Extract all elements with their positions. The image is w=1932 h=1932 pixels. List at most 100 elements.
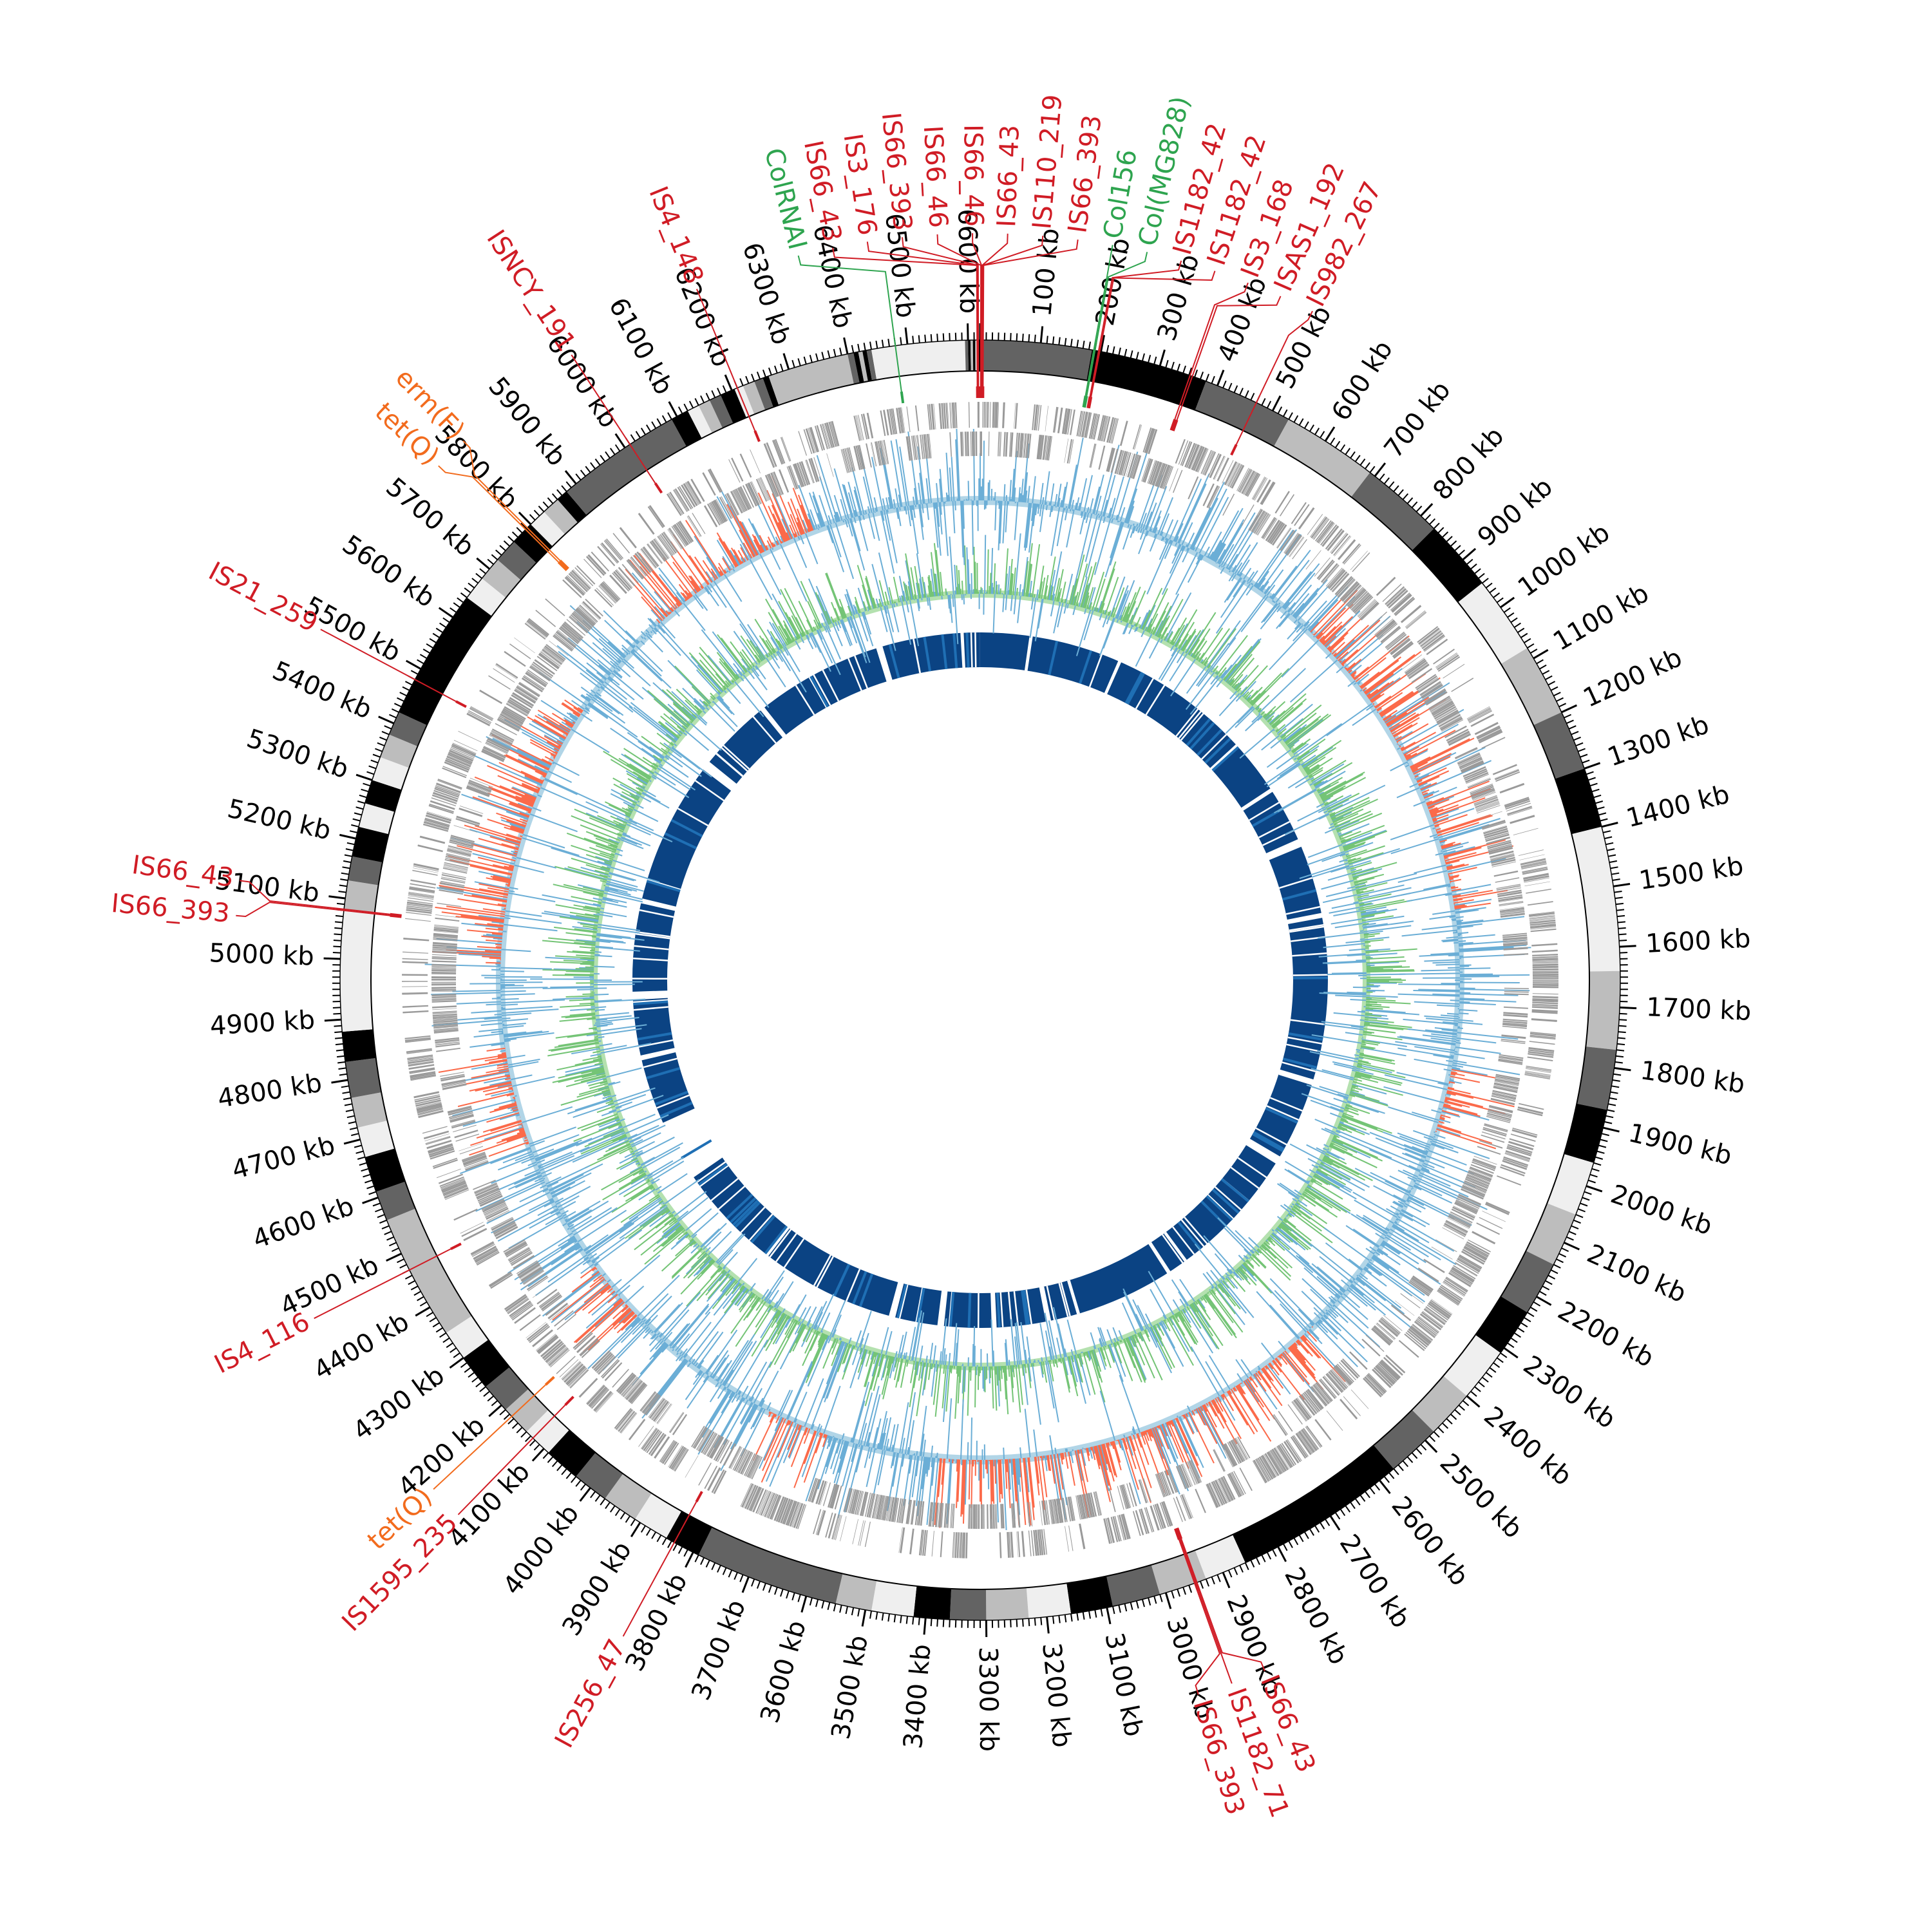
karyotype-band <box>853 352 864 383</box>
core-genome-fine-gaps <box>632 632 1328 1329</box>
karyotype-band <box>1412 528 1482 603</box>
core-genome-gap <box>1039 1285 1051 1323</box>
annotation-label: IS66_43 <box>992 124 1025 228</box>
core-genome-gap <box>960 631 965 669</box>
karyotype-band <box>467 578 506 616</box>
tick-label: 2300 kb <box>1518 1350 1621 1434</box>
annotation-leader-line <box>981 236 1044 387</box>
gc-skew-track <box>424 428 1531 1530</box>
feature-marker <box>455 700 467 708</box>
feature-marker <box>654 482 663 494</box>
karyotype-band <box>1351 472 1434 551</box>
karyotype-band <box>351 1092 388 1128</box>
karyotype-band <box>871 340 966 380</box>
tick-label: 3900 kb <box>556 1537 638 1642</box>
tick-label: 5400 kb <box>268 656 376 725</box>
annotation-leader-line <box>1179 1539 1233 1684</box>
karyotype-band <box>345 1057 382 1098</box>
annotation-leader-line <box>236 902 390 918</box>
core-genome-gap <box>702 761 738 791</box>
karyotype-band <box>576 1452 623 1499</box>
tick-label: 5000 kb <box>209 938 315 971</box>
tick-label: 1600 kb <box>1645 923 1751 958</box>
annotation-label: IS66_393 <box>876 111 918 232</box>
tick-label: 1100 kb <box>1548 578 1654 657</box>
karyotype-band <box>1547 1154 1594 1215</box>
karyotype-band <box>768 354 854 406</box>
karyotype-band <box>986 1587 1029 1620</box>
karyotype-band <box>1501 1251 1554 1312</box>
feature-marker <box>1170 419 1177 431</box>
karyotype-band <box>1374 1410 1434 1469</box>
karyotype-band <box>687 405 712 439</box>
karyotype-band <box>980 340 1092 381</box>
karyotype-band <box>352 826 389 863</box>
gc-content-blue-series <box>530 533 1419 1425</box>
feature-marker <box>1174 1528 1180 1540</box>
karyotype-band <box>848 352 860 384</box>
annotation-leader-line <box>1176 296 1282 421</box>
gc-skew-blue-series <box>424 428 1531 1530</box>
tick-label: 800 kb <box>1427 421 1510 506</box>
annotation-leader-line <box>433 1384 546 1490</box>
karyotype-band <box>463 1340 510 1387</box>
tick-label: 4300 kb <box>348 1361 450 1446</box>
annotation-leader-line <box>314 1248 451 1320</box>
annotation-leader-line <box>1180 1539 1265 1671</box>
karyotype-band <box>399 597 492 725</box>
tick-label: 1400 kb <box>1624 779 1732 833</box>
tick-label: 4000 kb <box>497 1499 585 1600</box>
karyotype-band <box>342 1029 376 1062</box>
feature-marker <box>753 430 761 442</box>
karyotype-band <box>365 1148 406 1192</box>
core-genome-gap <box>631 990 669 1000</box>
annotation-label: IS66_46 <box>958 124 989 227</box>
tick-label: 5300 kb <box>243 724 352 785</box>
annotation-label: IS4_148 <box>643 182 709 289</box>
karyotype-band <box>380 734 418 768</box>
annotation-label: ISNCY_191 <box>480 225 581 357</box>
annotation-leader-line <box>320 629 457 702</box>
tick-label: 1700 kb <box>1645 992 1752 1027</box>
tick-label: 4400 kb <box>308 1307 414 1386</box>
karyotype-band <box>1026 1583 1071 1619</box>
core-genome-gap <box>759 706 787 739</box>
annotation-leader-line <box>1086 252 1148 397</box>
annotation-leader-line <box>240 880 390 915</box>
tick-label: 3400 kb <box>898 1643 937 1750</box>
core-genome-gap <box>1285 913 1324 925</box>
gc-content-green-series <box>542 543 1417 1419</box>
core-genome-gap <box>875 645 893 683</box>
karyotype-band <box>1195 381 1289 447</box>
karyotype-band <box>743 381 766 415</box>
karyotype-band <box>1564 1103 1607 1163</box>
karyotype-band <box>754 378 773 410</box>
annotation-label: IS21_259 <box>204 556 322 638</box>
karyotype-band <box>1555 768 1602 835</box>
core-genome-gap <box>888 1281 904 1319</box>
tick-label: 5600 kb <box>337 529 440 613</box>
tick-label: 2700 kb <box>1334 1530 1416 1634</box>
feature-marker <box>564 1396 574 1406</box>
tick-label: 3300 kb <box>973 1647 1003 1752</box>
karyotype-band <box>1475 1296 1528 1353</box>
karyotype-band <box>698 400 723 433</box>
annotation-leader-line <box>1089 260 1182 397</box>
karyotype-band <box>862 350 873 382</box>
karyotype-band <box>605 1473 652 1520</box>
annotation-leader-line <box>1084 245 1113 396</box>
karyotype-band <box>389 712 427 746</box>
feature-marker <box>1087 396 1093 409</box>
karyotype-band <box>386 1208 472 1333</box>
core-genome-gap <box>1024 634 1033 672</box>
karyotype-band <box>372 757 410 790</box>
tick-label: 900 kb <box>1472 472 1558 553</box>
feature-marker <box>1171 419 1179 431</box>
annotation-label: IS110_219 <box>1027 93 1068 231</box>
karyotype-band <box>1066 1576 1113 1614</box>
karyotype-band <box>497 542 536 580</box>
tick-label: 5200 kb <box>225 794 334 846</box>
core-genome-gap <box>639 1047 677 1061</box>
annotation-leader-line <box>438 465 560 563</box>
gc-content-track <box>530 533 1419 1425</box>
